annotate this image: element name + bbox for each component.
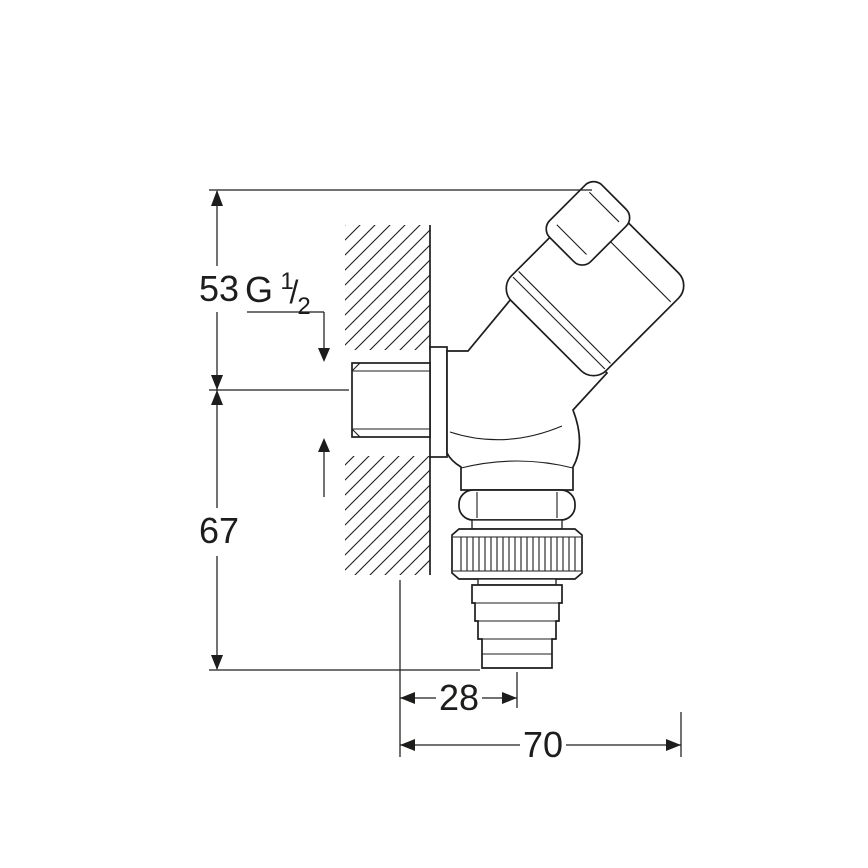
outlet-collar (458, 489, 576, 521)
handle-grip (545, 180, 631, 266)
thread-nipple (351, 362, 431, 438)
barb-neck (477, 578, 557, 586)
thread-label-denominator: 2 (297, 293, 310, 320)
dimension-arrow (318, 438, 330, 452)
knurled-nut (451, 528, 583, 580)
dimension-annotations: G 1 / 2 53 67 28 70 (199, 189, 682, 765)
extension-lines (209, 189, 682, 757)
thread-label-separator: / (290, 274, 299, 310)
dimension-arrow (211, 655, 223, 670)
dimension-arrow (211, 190, 223, 206)
wall-flange (429, 346, 448, 458)
body-contour-line (449, 425, 563, 441)
dimension-arrow (400, 692, 415, 704)
dim-70: 70 (400, 724, 681, 765)
dimension-arrow (502, 692, 517, 704)
valve-fixture (351, 180, 685, 669)
thread-label-numerator: 1 (280, 268, 293, 295)
dim-53-label: 53 (199, 268, 239, 309)
dim-28-label: 28 (439, 677, 479, 718)
outlet-waist (471, 519, 563, 530)
body-contour-line (460, 460, 574, 469)
dimension-arrow (666, 739, 681, 751)
dim-28: 28 (400, 677, 517, 718)
thread-label-prefix: G (245, 269, 273, 310)
dimension-arrow (400, 739, 415, 751)
dimension-arrow (318, 348, 330, 362)
dim-70-label: 70 (523, 724, 563, 765)
dim-67-label: 67 (199, 510, 239, 551)
dimension-arrow (211, 375, 223, 390)
thread-callout: G 1 / 2 (245, 268, 330, 497)
hose-barb (471, 584, 563, 669)
handle-cap (505, 180, 685, 377)
outlet-assembly (451, 489, 583, 669)
dimension-arrow (211, 390, 223, 405)
